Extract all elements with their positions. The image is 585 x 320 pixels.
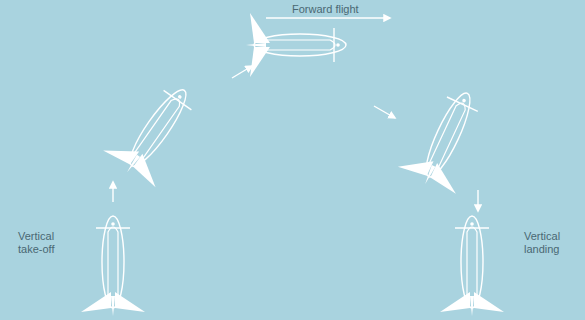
aircraft-transition xyxy=(396,80,496,198)
aircraft-forward xyxy=(246,13,346,77)
phase-label: Vertical take-off xyxy=(18,230,80,256)
phase-label: Forward flight xyxy=(292,3,402,16)
flow-arrows xyxy=(113,18,478,211)
aircraft-transition xyxy=(101,72,211,191)
phase-label: Vertical landing xyxy=(524,230,580,256)
aircraft-takeoff xyxy=(81,216,145,316)
aircraft-landing xyxy=(440,216,504,316)
